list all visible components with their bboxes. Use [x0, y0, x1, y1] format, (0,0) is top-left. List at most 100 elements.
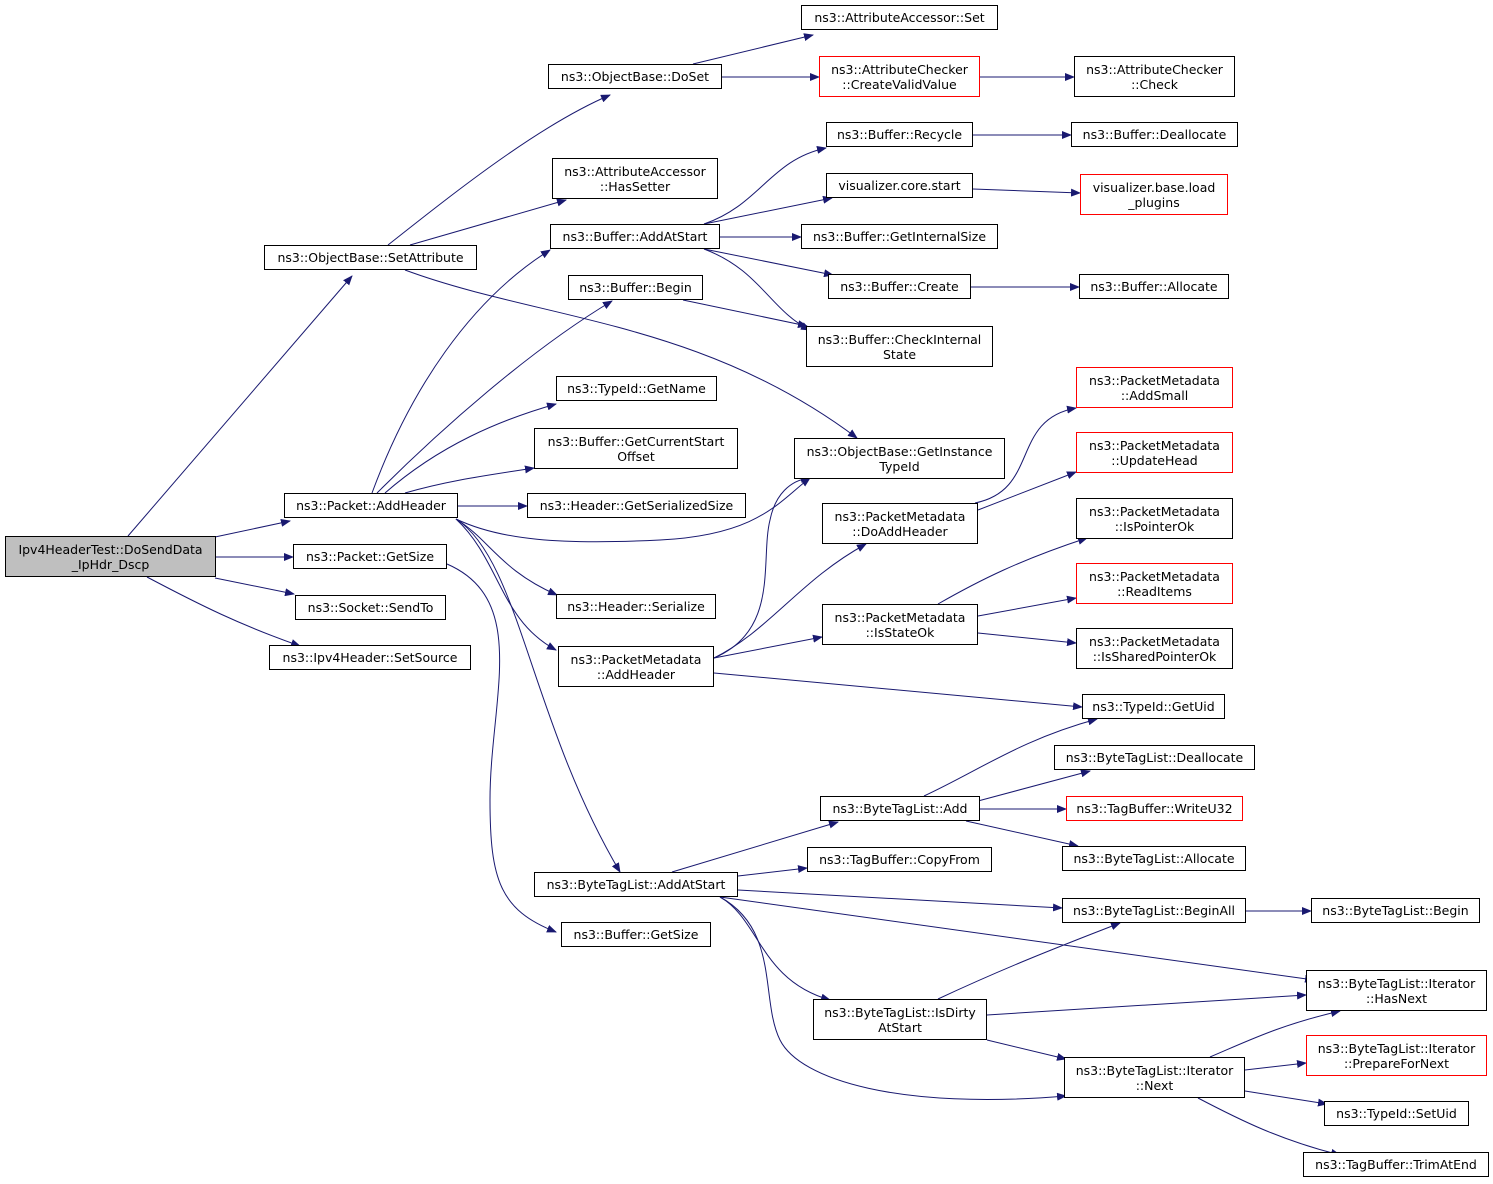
node-buffer-create[interactable]: ns3::Buffer::Create — [828, 274, 971, 299]
node-bytetaglist-iterator-hasnext[interactable]: ns3::ByteTagList::Iterator::HasNext — [1306, 970, 1487, 1011]
call-edge — [972, 188, 1081, 197]
node-bytetaglist-beginall[interactable]: ns3::ByteTagList::BeginAll — [1062, 898, 1246, 923]
node-packetmetadata-addheader[interactable]: ns3::PacketMetadata::AddHeader — [558, 646, 714, 687]
node-buffer-begin[interactable]: ns3::Buffer::Begin — [568, 275, 703, 300]
node-typeid-getname[interactable]: ns3::TypeId::GetName — [556, 376, 717, 401]
node-label-line: ns3::PacketMetadata — [1089, 633, 1220, 649]
call-edge — [1244, 1060, 1307, 1071]
node-label-line: State — [882, 346, 917, 362]
node-buffer-deallocate[interactable]: ns3::Buffer::Deallocate — [1071, 122, 1238, 147]
node-packet-getsize[interactable]: ns3::Packet::GetSize — [293, 544, 447, 569]
node-label-line: ns3::PacketMetadata — [1089, 437, 1220, 453]
node-buffer-getsize[interactable]: ns3::Buffer::GetSize — [561, 922, 711, 947]
node-buffer-recycle[interactable]: ns3::Buffer::Recycle — [826, 122, 973, 147]
node-tagbuffer-writeu32[interactable]: ns3::TagBuffer::WriteU32 — [1066, 796, 1243, 821]
node-label-line: ns3::TypeId::GetUid — [1092, 699, 1215, 714]
node-objectbase-setattribute[interactable]: ns3::ObjectBase::SetAttribute — [264, 245, 477, 270]
call-edge — [446, 563, 557, 933]
node-bytetaglist-begin[interactable]: ns3::ByteTagList::Begin — [1311, 898, 1480, 923]
node-buffer-getinternalsize[interactable]: ns3::Buffer::GetInternalSize — [801, 224, 998, 249]
call-edge — [713, 474, 811, 659]
node-objectbase-doset[interactable]: ns3::ObjectBase::DoSet — [548, 64, 722, 89]
call-edge — [737, 865, 808, 877]
node-socket-sendto[interactable]: ns3::Socket::SendTo — [295, 595, 446, 620]
node-packetmetadata-updatehead[interactable]: ns3::PacketMetadata::UpdateHead — [1076, 432, 1233, 473]
call-edge — [455, 477, 811, 543]
node-label-line: ::Check — [1131, 76, 1178, 92]
node-bytetaglist-add[interactable]: ns3::ByteTagList::Add — [820, 796, 980, 821]
node-label-line: ns3::Buffer::Deallocate — [1082, 127, 1227, 142]
node-tagbuffer-copyfrom[interactable]: ns3::TagBuffer::CopyFrom — [807, 847, 992, 872]
node-buffer-allocate[interactable]: ns3::Buffer::Allocate — [1079, 274, 1229, 299]
node-tagbuffer-trimatend[interactable]: ns3::TagBuffer::TrimAtEnd — [1303, 1152, 1489, 1177]
node-label-line: ns3::AttributeChecker — [831, 61, 968, 77]
node-packetmetadata-readitems[interactable]: ns3::PacketMetadata::ReadItems — [1076, 563, 1233, 604]
call-edge — [713, 634, 823, 659]
node-packetmetadata-doaddheader[interactable]: ns3::PacketMetadata::DoAddHeader — [822, 503, 978, 544]
node-label-line: visualizer.base.load — [1092, 179, 1216, 195]
node-label-line: ::AddSmall — [1120, 387, 1189, 403]
node-bytetaglist-deallocate[interactable]: ns3::ByteTagList::Deallocate — [1054, 745, 1255, 770]
node-label-line: Offset — [617, 448, 655, 464]
node-label-line: ns3::Header::Serialize — [567, 599, 705, 614]
node-buffer-addatstart[interactable]: ns3::Buffer::AddAtStart — [550, 224, 720, 249]
node-label-line: ::Next — [1135, 1077, 1174, 1093]
node-packetmetadata-ispointerok[interactable]: ns3::PacketMetadata::IsPointerOk — [1076, 498, 1233, 539]
call-edge — [977, 595, 1077, 617]
node-label-line: ::HasSetter — [599, 178, 671, 194]
call-edge — [671, 820, 839, 873]
node-packet-addheader[interactable]: ns3::Packet::AddHeader — [284, 493, 458, 518]
node-root: Ipv4HeaderTest::DoSendData_IpHdr_Dscp — [5, 536, 216, 577]
node-label-line: ::AddHeader — [596, 666, 676, 682]
node-typeid-setuid[interactable]: ns3::TypeId::SetUid — [1324, 1101, 1469, 1126]
call-edge — [703, 248, 811, 331]
node-attributechecker-check[interactable]: ns3::AttributeChecker::Check — [1074, 56, 1235, 97]
node-bytetaglist-allocate[interactable]: ns3::ByteTagList::Allocate — [1062, 846, 1246, 871]
call-edge — [737, 889, 1063, 912]
node-label-line: ns3::Buffer::GetInternalSize — [812, 229, 987, 244]
node-label-line: ns3::Buffer::GetCurrentStart — [547, 433, 725, 449]
node-label-line: ns3::ByteTagList::Add — [832, 801, 968, 816]
node-typeid-getuid[interactable]: ns3::TypeId::GetUid — [1082, 694, 1225, 719]
call-edge — [937, 922, 1121, 1000]
node-bytetaglist-iterator-preparefornext[interactable]: ns3::ByteTagList::Iterator::PrepareForNe… — [1306, 1035, 1487, 1076]
node-label-line: ::PrepareForNext — [1343, 1055, 1450, 1071]
node-bytetaglist-iterator-next[interactable]: ns3::ByteTagList::Iterator::Next — [1064, 1057, 1245, 1098]
node-attributeaccessor-set[interactable]: ns3::AttributeAccessor::Set — [801, 5, 998, 30]
node-label-line: ns3::PacketMetadata — [570, 651, 702, 667]
node-attributeaccessor-hassetter[interactable]: ns3::AttributeAccessor::HasSetter — [552, 158, 718, 199]
call-edge — [214, 577, 295, 597]
node-label-line: ::IsSharedPointerOk — [1092, 648, 1217, 664]
node-ipv4header-setsource[interactable]: ns3::Ipv4Header::SetSource — [269, 645, 471, 670]
call-edge — [923, 717, 1098, 797]
node-packetmetadata-isstateok[interactable]: ns3::PacketMetadata::IsStateOk — [822, 604, 978, 645]
call-edge — [977, 632, 1077, 647]
node-label-line: ns3::PacketMetadata — [1089, 372, 1220, 388]
call-edge — [1244, 1090, 1328, 1107]
call-edge — [682, 299, 808, 329]
call-edge — [937, 537, 1088, 605]
node-header-serialize[interactable]: ns3::Header::Serialize — [556, 594, 716, 619]
node-label-line: _plugins — [1128, 194, 1180, 210]
node-label-line: ns3::ByteTagList::Deallocate — [1065, 750, 1244, 765]
node-bytetaglist-addatstart[interactable]: ns3::ByteTagList::AddAtStart — [534, 872, 738, 897]
node-label-line: ns3::ByteTagList::BeginAll — [1073, 903, 1235, 918]
node-label-line: ns3::ByteTagList::Begin — [1322, 903, 1469, 918]
call-edge — [409, 198, 567, 246]
node-visualizer-core-start[interactable]: visualizer.core.start — [826, 173, 973, 198]
node-label-line: ns3::ByteTagList::AddAtStart — [546, 877, 726, 892]
node-label-line: ns3::TypeId::GetName — [567, 381, 706, 396]
node-header-getserializedsize[interactable]: ns3::Header::GetSerializedSize — [527, 493, 746, 518]
node-label-line: ::CreateValidValue — [842, 76, 957, 92]
node-label-line: ns3::TypeId::SetUid — [1336, 1106, 1457, 1121]
node-packetmetadata-issharedpointerok[interactable]: ns3::PacketMetadata::IsSharedPointerOk — [1076, 628, 1233, 669]
node-visualizer-base-load-plugins[interactable]: visualizer.base.load_plugins — [1080, 174, 1228, 215]
node-attributechecker-createvalidvalue[interactable]: ns3::AttributeChecker::CreateValidValue — [819, 56, 980, 97]
node-packetmetadata-addsmall[interactable]: ns3::PacketMetadata::AddSmall — [1076, 367, 1233, 408]
node-label-line: ::IsStateOk — [865, 624, 935, 640]
